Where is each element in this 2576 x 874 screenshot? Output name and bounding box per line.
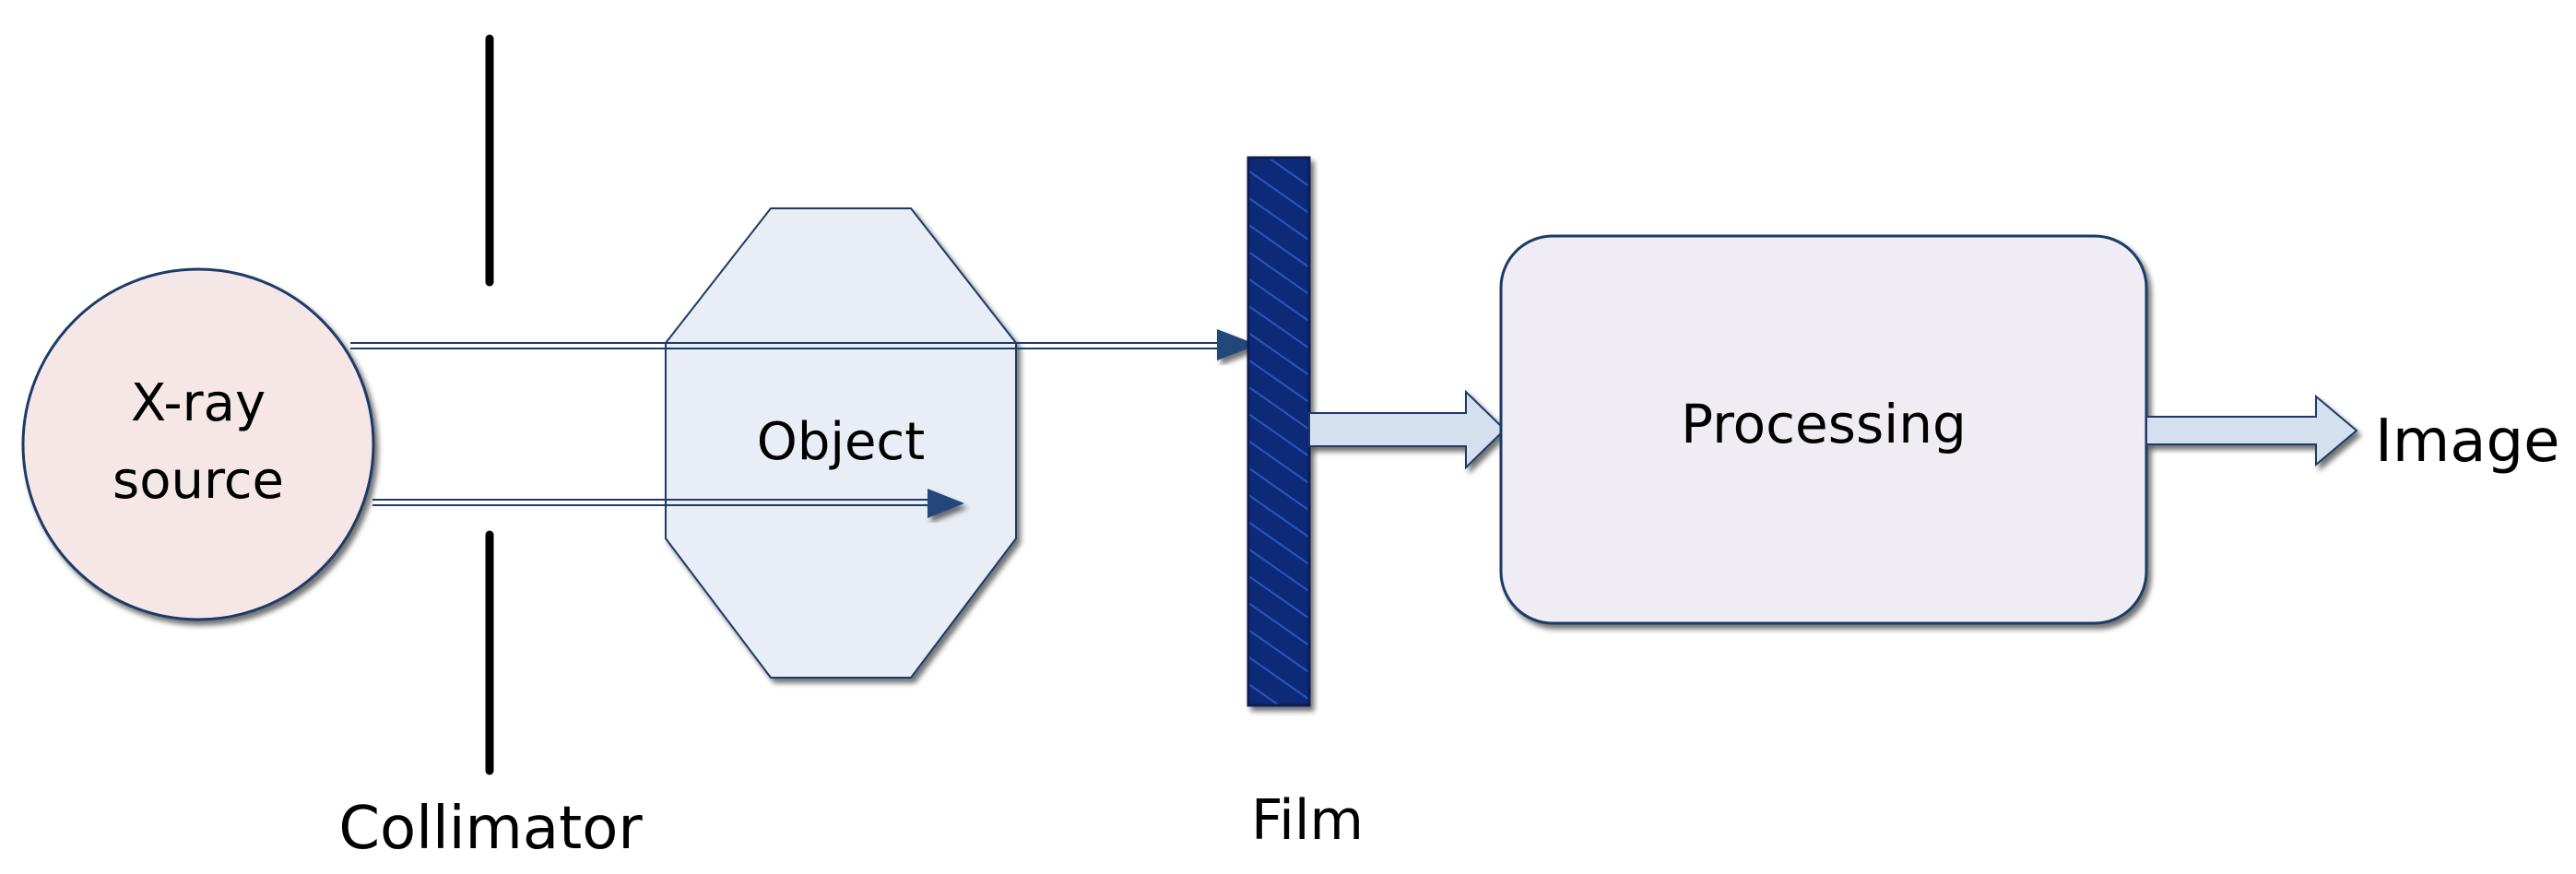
xray-source-label-line2: source — [112, 451, 284, 511]
processing-to-image-arrow — [2145, 394, 2358, 467]
image-label: Image — [2375, 407, 2559, 476]
film-label: Film — [1251, 788, 1364, 853]
xray-source-label-line1: X-ray — [131, 373, 266, 433]
beam-arrowhead-upper — [1217, 329, 1258, 360]
processing-label: Processing — [1681, 393, 1967, 455]
object-shape — [665, 207, 1017, 679]
film-plate — [1247, 156, 1311, 707]
beam-arrowhead-lower — [928, 489, 964, 518]
collimator-label: Collimator — [338, 795, 643, 863]
xray-source-circle — [21, 267, 375, 621]
film-to-processing-arrow — [1308, 389, 1507, 470]
object-label: Object — [757, 412, 925, 472]
